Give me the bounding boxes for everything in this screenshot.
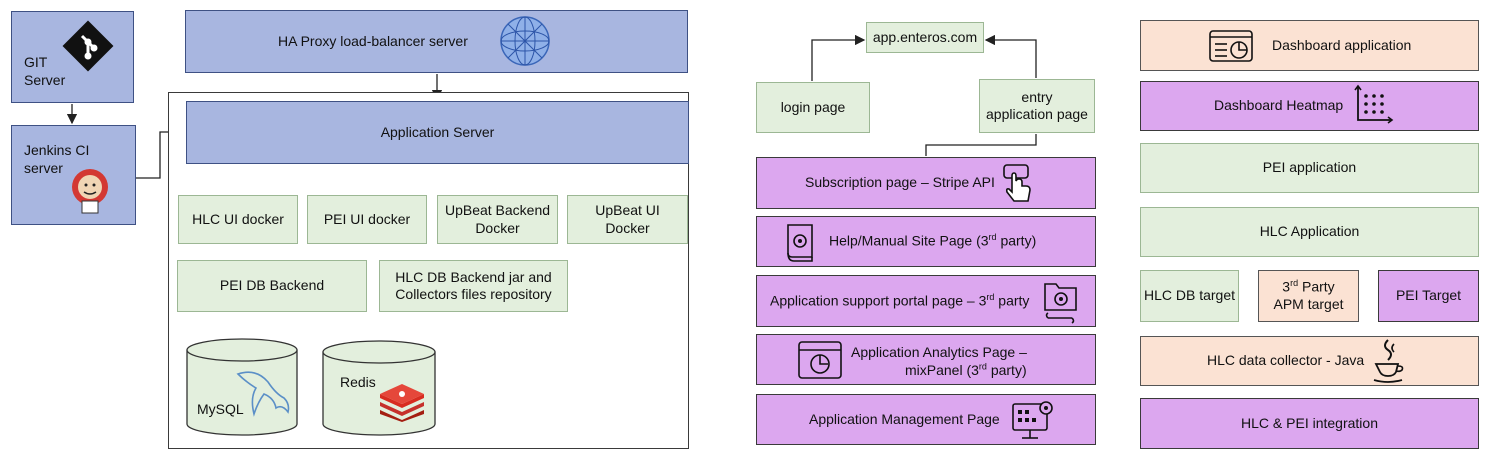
- pei-app-label: PEI application: [1262, 159, 1357, 176]
- help-label: Help/Manual Site Page (3rd party): [829, 232, 1037, 250]
- redis-database: [322, 340, 436, 436]
- upbeat-ui-label: UpBeat UI Docker: [595, 202, 660, 236]
- git-icon: [60, 18, 116, 74]
- hlc-db-label: HLC DB Backend jar and Collectors files …: [395, 268, 552, 303]
- manual-book-icon: [784, 221, 818, 263]
- jenkins-icon: [70, 167, 110, 215]
- upbeat-backend-label: UpBeat Backend Docker: [444, 202, 551, 236]
- app-server-box: Application Server: [186, 101, 689, 164]
- hlc-db-backend: HLC DB Backend jar and Collectors files …: [379, 260, 568, 312]
- login-page-label: login page: [780, 98, 846, 115]
- upbeat-ui-docker: UpBeat UI Docker: [567, 195, 688, 244]
- java-icon: [1370, 338, 1406, 384]
- management-label: Application Management Page: [809, 410, 1000, 427]
- hlc-app-label: HLC Application: [1259, 223, 1360, 240]
- hlc-db-target-label: HLC DB target: [1143, 287, 1236, 304]
- jenkins-label: Jenkins CI server: [24, 142, 90, 176]
- line-subscription-entry: [925, 134, 1037, 156]
- mysql-label: MySQL: [197, 401, 244, 417]
- subscription-label: Subscription page – Stripe API: [805, 174, 995, 191]
- mysql-database: [186, 338, 298, 436]
- app-url-label: app.enteros.com: [872, 28, 978, 45]
- support-label: Application support portal page – 3rd pa…: [770, 291, 1030, 309]
- analytics-window-icon: [796, 339, 844, 381]
- hlc-application-box: HLC Application: [1140, 207, 1479, 257]
- dashboard-icon: [1207, 28, 1255, 64]
- pei-target-box: PEI Target: [1378, 270, 1479, 322]
- pei-application-box: PEI application: [1140, 143, 1479, 193]
- heatmap-icon: [1352, 84, 1394, 126]
- hlc-ui-docker: HLC UI docker: [178, 195, 298, 244]
- pei-db-backend: PEI DB Backend: [177, 260, 367, 312]
- pei-ui-label: PEI UI docker: [323, 210, 411, 227]
- hlc-pei-integration-box: HLC & PEI integration: [1140, 398, 1479, 449]
- app-url-box: app.enteros.com: [866, 22, 984, 53]
- dashboard-heatmap-label: Dashboard Heatmap: [1214, 97, 1344, 114]
- redis-icon: [378, 382, 426, 422]
- haproxy-label: HA Proxy load-balancer server: [278, 32, 468, 49]
- apm-target-box: 3rd Party APM target: [1258, 270, 1359, 322]
- dashboard-app-label: Dashboard application: [1272, 36, 1412, 53]
- redis-label: Redis: [340, 374, 376, 390]
- hand-pointer-icon: [1000, 162, 1036, 204]
- support-folder-icon: [1042, 278, 1080, 324]
- subscription-page-box: Subscription page – Stripe API: [756, 157, 1096, 209]
- apm-target-label: 3rd Party APM target: [1273, 278, 1344, 313]
- hlc-data-collector-box: HLC data collector - Java: [1140, 336, 1479, 386]
- arrow-entry-url: [984, 34, 1037, 78]
- mysql-dolphin-icon: [234, 368, 292, 418]
- management-page-box: Application Management Page: [756, 394, 1096, 445]
- upbeat-backend-docker: UpBeat Backend Docker: [437, 195, 558, 244]
- dashboard-heatmap-box: Dashboard Heatmap: [1140, 81, 1479, 131]
- network-globe-icon: [497, 13, 553, 69]
- git-server-box: GIT Server: [11, 11, 134, 103]
- hlc-db-target-box: HLC DB target: [1140, 270, 1239, 322]
- analytics-label: Application Analytics Page – mixPanel (3…: [851, 344, 1027, 379]
- pei-ui-docker: PEI UI docker: [307, 195, 427, 244]
- entry-page-label: entry application page: [986, 88, 1088, 123]
- entry-page-box: entry application page: [979, 79, 1095, 133]
- login-page-box: login page: [756, 82, 870, 133]
- arrow-login-url: [811, 34, 866, 81]
- support-page-box: Application support portal page – 3rd pa…: [756, 275, 1096, 327]
- app-server-label: Application Server: [380, 123, 495, 140]
- pei-db-label: PEI DB Backend: [219, 277, 325, 294]
- management-monitor-icon: [1010, 398, 1056, 442]
- dashboard-application-box: Dashboard application: [1140, 20, 1479, 71]
- pei-target-label: PEI Target: [1395, 287, 1462, 304]
- jenkins-server-box: Jenkins CI server: [11, 125, 136, 225]
- git-server-label: GIT Server: [24, 54, 66, 88]
- hlc-collector-label: HLC data collector - Java: [1207, 352, 1365, 369]
- haproxy-box: HA Proxy load-balancer server: [185, 10, 688, 73]
- hlc-pei-label: HLC & PEI integration: [1241, 414, 1378, 431]
- hlc-ui-label: HLC UI docker: [192, 210, 284, 227]
